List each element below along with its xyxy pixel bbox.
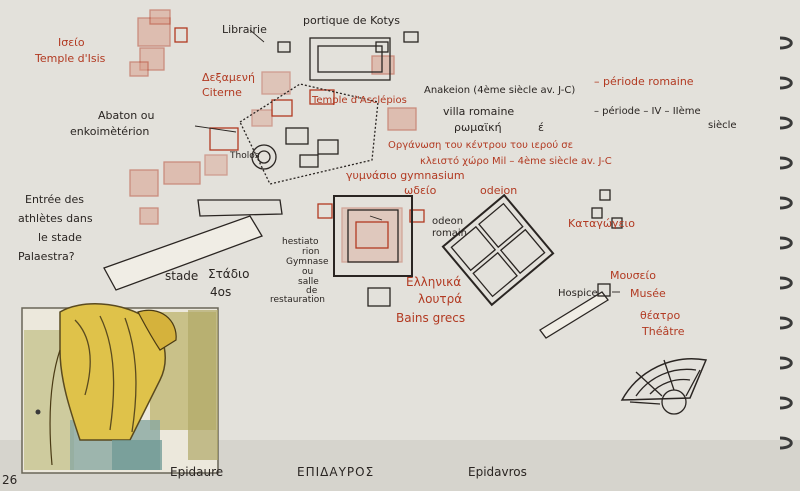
red-buildings (129, 9, 425, 263)
label-palaestra: Palaestra? (18, 250, 75, 263)
label-salle-1: salle (298, 277, 319, 287)
footer-epidavros-greek: ΕΠΙΔΑΥΡΟΣ (297, 465, 375, 479)
spiral-binding (779, 36, 793, 450)
label-periode-iv-1: – période – IV – IIème (594, 106, 701, 117)
label-tholos: Tholos (230, 151, 260, 161)
label-hospice: Hospice (558, 288, 598, 299)
label-villa-romaine: villa romaine (443, 105, 515, 118)
label-entree-2: athlètes dans (18, 212, 93, 225)
label-abaton-2: enkoimètérion (70, 125, 150, 138)
label-age: 4os (210, 285, 232, 299)
page-number: 26 (2, 473, 18, 487)
label-periode-iv-2: siècle (708, 120, 737, 131)
leader-lines (194, 29, 620, 293)
black-buildings (103, 31, 708, 415)
label-temple-asklepios: Temple d'Asclépios (312, 95, 407, 106)
label-temple-isis: Temple d'Isis (35, 52, 106, 65)
watercolor-painting (21, 303, 219, 474)
label-greek-line-1: Οργάνωση του κέντρου του ιερού σε (388, 140, 574, 151)
label-citerne: Citerne (202, 86, 242, 99)
label-periode-romaine: – période romaine (594, 75, 694, 88)
label-gymnasium: γυμνάσιο gymnasium (346, 169, 465, 182)
label-theatre: Théâtre (642, 325, 685, 338)
label-hestiato-1: hestiato (282, 237, 319, 247)
footer-epidaure: Epidaure (170, 465, 224, 479)
label-bains: Bains grecs (396, 311, 466, 325)
label-iseio: Ισείο (58, 36, 85, 49)
label-dexameni: Δεξαμενή (202, 71, 255, 84)
label-gymnase: Gymnase (286, 257, 329, 267)
label-entree-1: Entrée des (25, 193, 85, 206)
footer-epidavros: Epidavros (468, 465, 527, 479)
label-musee: Musée (630, 287, 666, 300)
label-entree-3: le stade (38, 231, 82, 244)
label-ou: ou (302, 267, 314, 277)
label-librairie: Librairie (222, 23, 267, 36)
label-katagogeio: Καταγώγειο (568, 217, 635, 230)
label-stadio: Στάδιο (208, 267, 250, 281)
label-greek-line-2: κλειστό χώρο Mil – 4ème siècle av. J-C (420, 156, 612, 167)
label-romaiki: ρωμαϊκή (454, 121, 502, 134)
label-theatro: θέατρο (640, 309, 681, 322)
label-odeion: odeion (480, 184, 518, 197)
label-ellinika: Ελληνικά (406, 275, 462, 289)
label-anakeion: Anakeion (4ème siècle av. J-C) (424, 85, 576, 96)
label-restauration: restauration (270, 295, 325, 305)
label-odeon-romain-1: odeon (432, 216, 464, 227)
label-hestiato-2: rion (302, 247, 320, 257)
label-odeon-romain-2: romain (432, 228, 467, 239)
label-stade: stade (165, 269, 199, 283)
label-odeio: ωδείο (404, 184, 437, 197)
label-mouseio: Μουσείο (610, 269, 656, 282)
label-salle-2: de (306, 286, 318, 296)
label-loutra: λουτρά (418, 292, 463, 306)
label-portique: portique de Kotys (303, 14, 401, 27)
label-abaton-1: Abaton ou (98, 109, 155, 122)
label-epsilon: έ (538, 121, 544, 134)
